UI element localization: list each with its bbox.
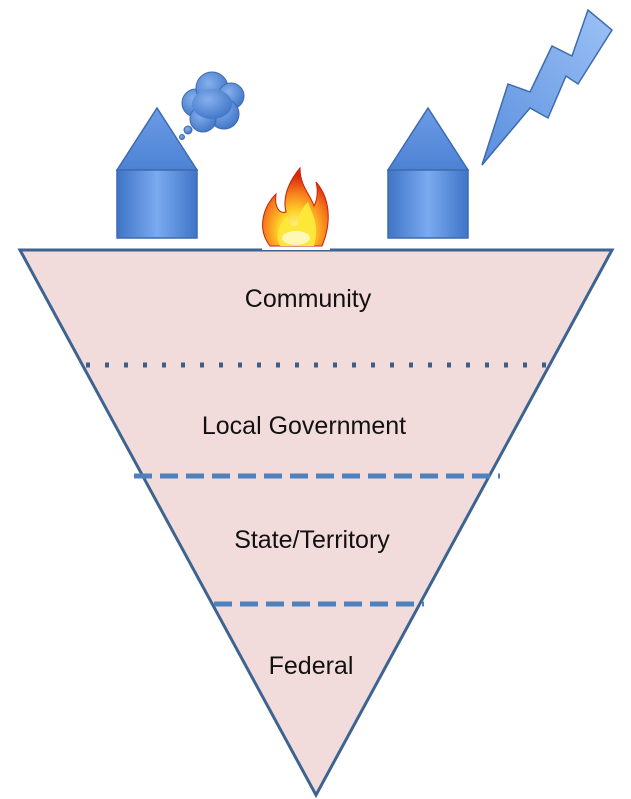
lightning-bolt-icon [481, 8, 613, 166]
level-label-federal: Federal [268, 652, 354, 680]
thought-cloud-icon [179, 71, 245, 140]
fire-icon [262, 166, 330, 250]
funnel-triangle [17, 248, 615, 799]
level-label-state-territory: State/Territory [234, 526, 390, 554]
level-label-local-government: Local Government [201, 412, 407, 440]
house-icon [386, 106, 470, 239]
house-icon [115, 106, 199, 239]
level-label-community: Community [244, 285, 372, 313]
